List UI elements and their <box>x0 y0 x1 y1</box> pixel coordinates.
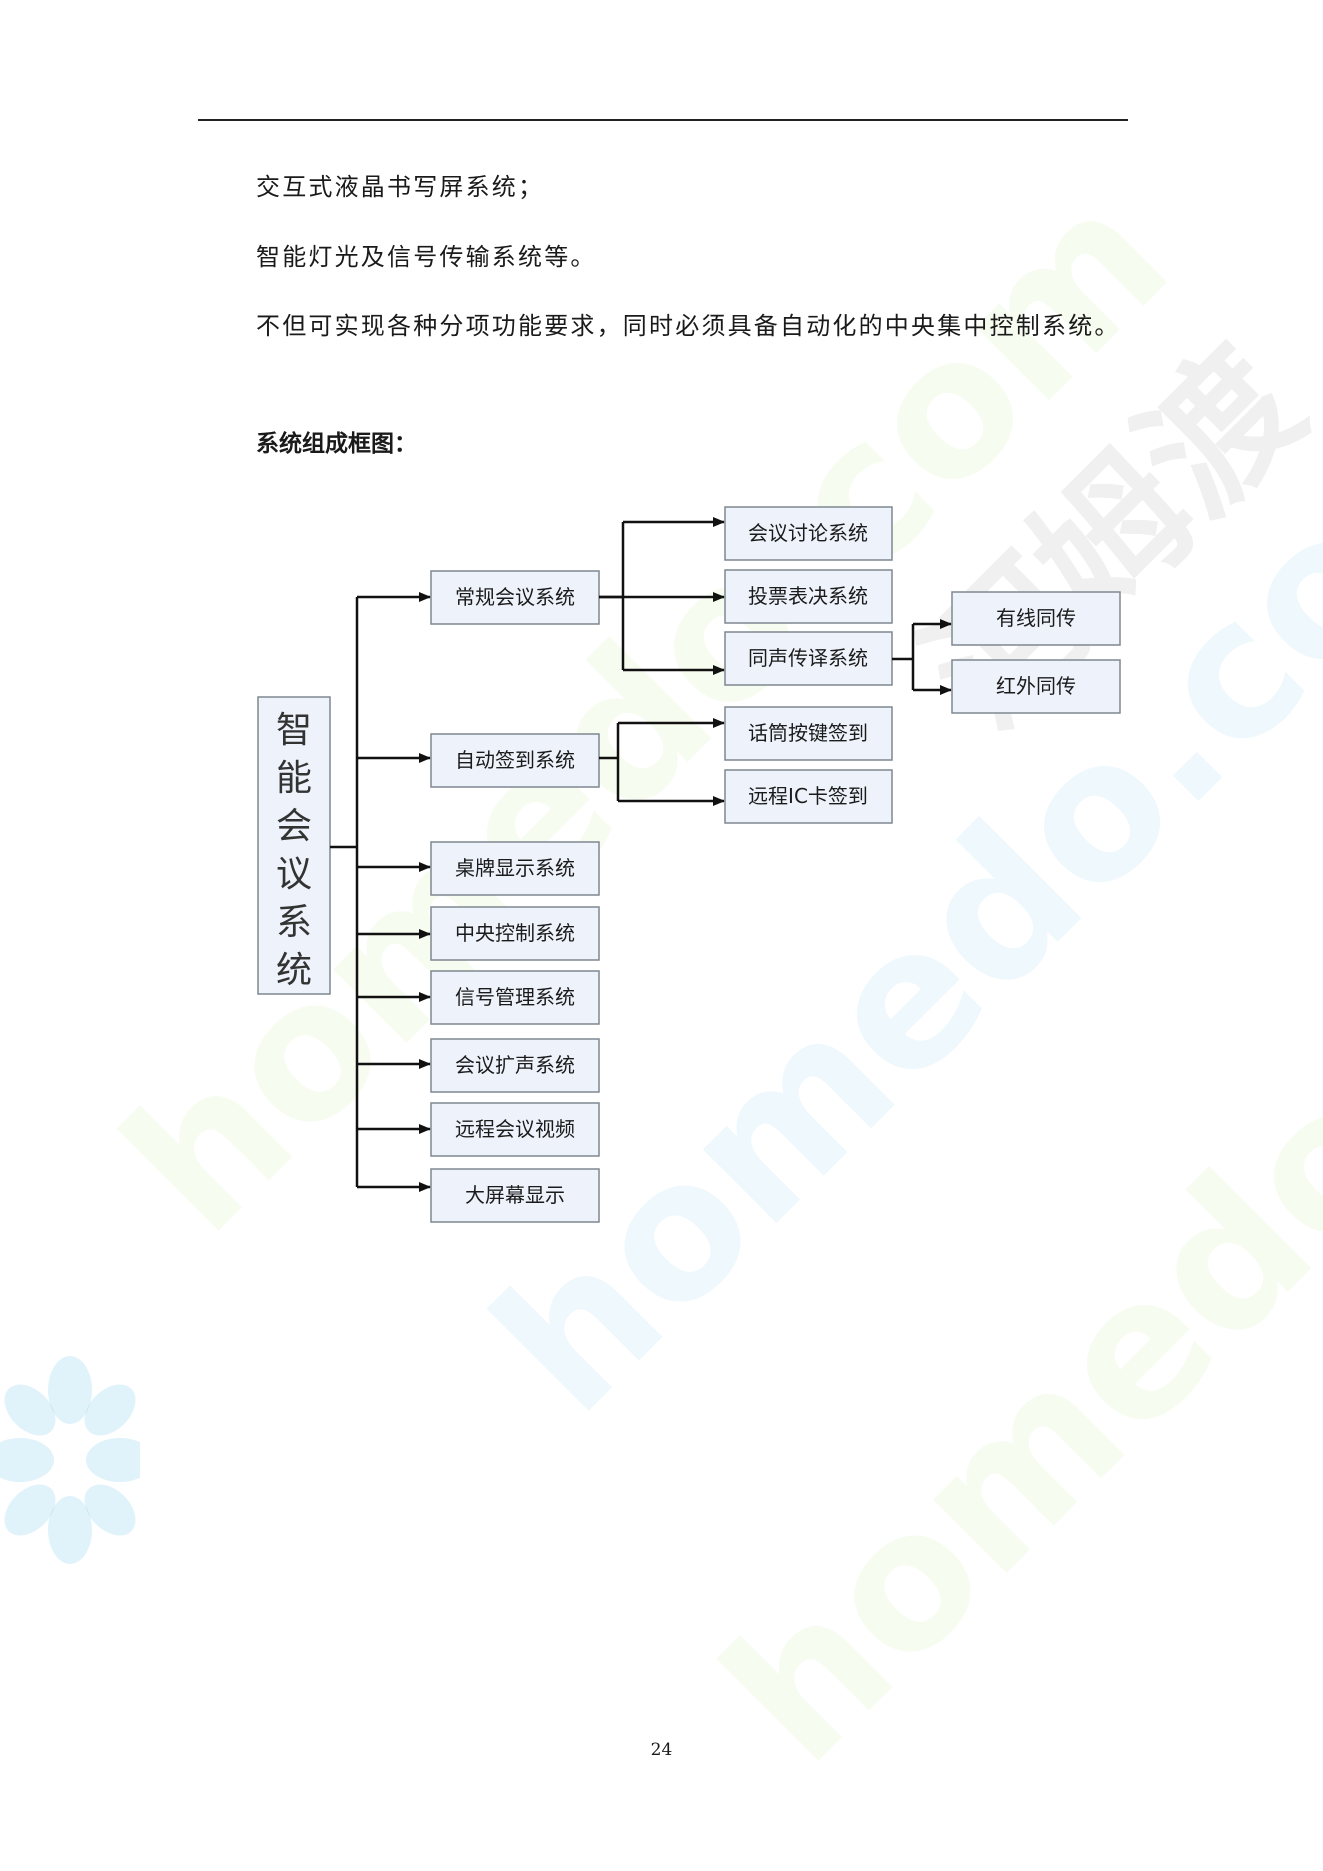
level1-label-7: 大屏幕显示 <box>465 1183 565 1207</box>
interpretation-label-0: 有线同传 <box>996 606 1076 630</box>
level1-sound-reinforcement: 会议扩声系统 <box>430 1038 600 1093</box>
level1-label-4: 信号管理系统 <box>455 985 575 1009</box>
conventional-label-1: 投票表决系统 <box>748 584 868 608</box>
paragraph-central-control: 不但可实现各种分项功能要求，同时必须具备自动化的中央集中控制系统。 <box>200 296 1130 356</box>
level3-wired: 有线同传 <box>951 591 1121 646</box>
root-char-1: 能 <box>276 758 312 799</box>
level1-label-2: 桌牌显示系统 <box>455 856 575 880</box>
paragraph-central-control-text: 不但可实现各种分项功能要求，同时必须具备自动化的中央集中控制系统。 <box>256 312 1121 340</box>
paragraph-lcd-text: 交互式液晶书写屏系统； <box>256 173 545 201</box>
level2-discussion: 会议讨论系统 <box>724 506 893 561</box>
level1-label-0: 常规会议系统 <box>455 585 575 609</box>
level1-signin: 自动签到系统 <box>430 733 600 788</box>
signin-label-0: 话筒按键签到 <box>748 721 868 745</box>
conventional-label-2: 同声传译系统 <box>748 646 868 670</box>
interpretation-connectors <box>892 619 952 695</box>
paragraph-lcd: 交互式液晶书写屏系统； <box>200 157 1130 217</box>
section-heading: 系统组成框图： <box>256 431 417 457</box>
root-box: 智 能 会 议 系 统 <box>257 696 331 995</box>
root-char-3: 议 <box>276 854 312 895</box>
level1-central-control: 中央控制系统 <box>430 906 600 961</box>
level1-label-3: 中央控制系统 <box>455 921 575 945</box>
interpretation-label-1: 红外同传 <box>996 674 1076 698</box>
root-char-4: 系 <box>276 902 312 943</box>
level2-interpretation: 同声传译系统 <box>724 631 893 686</box>
level2-mic-signin: 话筒按键签到 <box>724 706 893 761</box>
level2-voting: 投票表决系统 <box>724 569 893 624</box>
level2-ic-card-signin: 远程IC卡签到 <box>724 769 893 824</box>
header-rule <box>198 119 1128 121</box>
conventional-label-0: 会议讨论系统 <box>748 521 868 545</box>
level1-label-6: 远程会议视频 <box>455 1117 575 1141</box>
signin-connectors <box>599 718 725 806</box>
signin-label-1: 远程IC卡签到 <box>748 784 868 808</box>
root-char-5: 统 <box>276 950 312 991</box>
level1-signal-management: 信号管理系统 <box>430 970 600 1025</box>
paragraph-lighting: 智能灯光及信号传输系统等。 <box>200 227 1130 287</box>
conventional-connectors <box>599 517 725 675</box>
level1-video-conference: 远程会议视频 <box>430 1102 600 1157</box>
root-char-2: 会 <box>276 806 312 847</box>
level1-nameplate: 桌牌显示系统 <box>430 841 600 896</box>
level1-label-1: 自动签到系统 <box>455 748 575 772</box>
level1-label-5: 会议扩声系统 <box>455 1053 575 1077</box>
level1-large-screen: 大屏幕显示 <box>430 1168 600 1223</box>
paragraph-lighting-text: 智能灯光及信号传输系统等。 <box>256 243 597 271</box>
level1-conventional: 常规会议系统 <box>430 570 600 625</box>
root-char-0: 智 <box>276 710 312 751</box>
level3-infrared: 红外同传 <box>951 659 1121 714</box>
page-number: 24 <box>650 1740 673 1760</box>
watermark-flower-icon <box>0 1356 140 1564</box>
root-connectors <box>330 592 431 1192</box>
